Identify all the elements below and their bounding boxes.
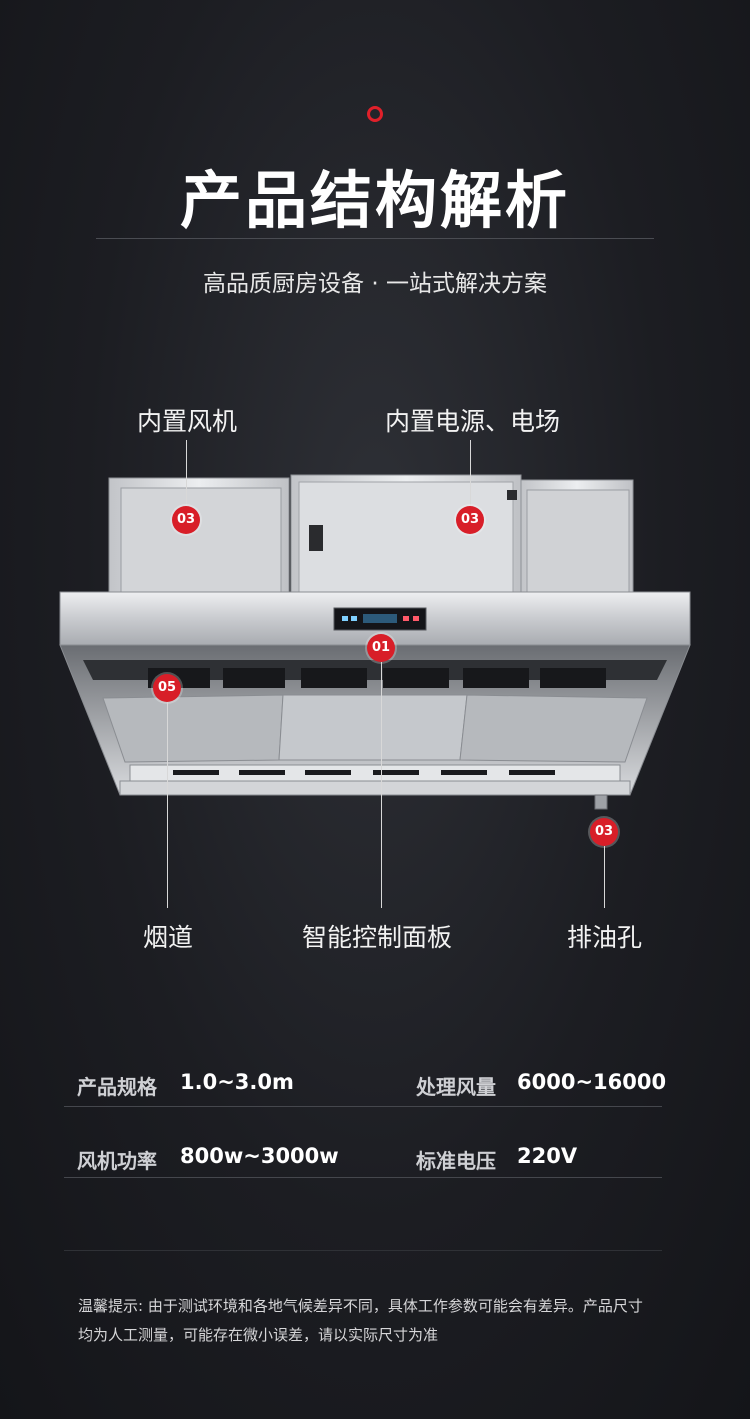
spec-label-fan-power: 风机功率 [77,1149,157,1173]
spec-label-voltage: 标准电压 [416,1149,496,1173]
disclaimer-line-2: 均为人工测量，可能存在微小误差，请以实际尺寸为准 [78,1326,439,1344]
callout-label-power: 内置电源、电场 [385,407,561,436]
callout-badge-fan: 03 [172,506,200,534]
callout-badge-flue: 05 [153,674,181,702]
spec-value-size: 1.0~3.0m [180,1070,294,1094]
callout-badge-drain: 03 [590,818,618,846]
callout-label-flue: 烟道 [143,923,194,952]
disclaimer-line-1: 温馨提示: 由于测试环境和各地气候差异不同，具体工作参数可能会有差异。产品尺寸 [78,1297,643,1315]
range-hood-illustration [59,474,691,810]
spec-value-fan-power: 800w~3000w [180,1144,339,1168]
spec-value-voltage: 220V [517,1144,578,1168]
spec-value-airflow: 6000~16000 [517,1070,667,1094]
spec-divider-1 [64,1106,662,1107]
callout-line-panel [381,662,382,908]
callout-badge-panel: 01 [367,634,395,662]
callout-line-fan [186,440,187,506]
note-divider [64,1250,662,1251]
spec-divider-2 [64,1177,662,1178]
callout-label-panel: 智能控制面板 [302,923,453,952]
callout-line-power [470,440,471,506]
callout-label-drain: 排油孔 [567,923,643,952]
page-title: 产品结构解析 [179,164,570,237]
title-divider [96,238,654,239]
callout-badge-power: 03 [456,506,484,534]
spec-label-size: 产品规格 [77,1075,157,1099]
callout-line-flue [167,702,168,908]
callout-line-drain [604,846,605,908]
disclaimer-note: 温馨提示: 由于测试环境和各地气候差异不同，具体工作参数可能会有差异。产品尺寸 … [78,1292,688,1350]
spec-label-airflow: 处理风量 [416,1075,496,1099]
page-subtitle: 高品质厨房设备 · 一站式解决方案 [203,271,547,297]
decorative-ring-icon [367,106,383,122]
callout-label-fan: 内置风机 [137,407,238,436]
